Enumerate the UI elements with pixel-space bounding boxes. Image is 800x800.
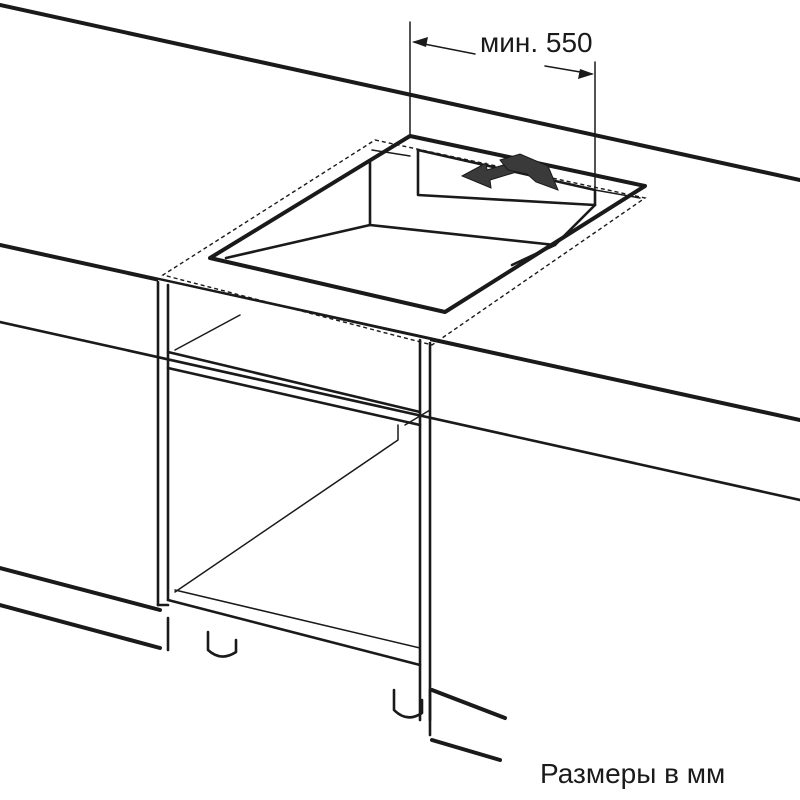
cutout-inner-floor bbox=[368, 223, 557, 247]
worktop-front-top-edge bbox=[0, 243, 800, 422]
worktop bbox=[0, 3, 800, 502]
cabinet-inner-back-edge bbox=[174, 424, 399, 593]
dimension-arrowhead-right bbox=[578, 69, 594, 79]
floor-line-lower bbox=[0, 603, 162, 650]
cabinet-plinth-side bbox=[166, 616, 432, 737]
insertion-arrow-icon bbox=[460, 153, 559, 191]
cutout-frame bbox=[208, 134, 647, 314]
floor-line-lower-continued bbox=[430, 738, 502, 762]
worktop-back-edge bbox=[0, 3, 800, 182]
cabinet-top-rail-back bbox=[174, 314, 431, 426]
cutout-inner-front bbox=[510, 203, 597, 267]
cutout-inner-rear-wall bbox=[416, 148, 597, 207]
worktop-front-bottom-edge bbox=[0, 320, 800, 502]
cabinet-leg-left bbox=[206, 630, 238, 658]
cutout-rail bbox=[371, 149, 641, 199]
cabinet-top-rail-lower bbox=[166, 366, 422, 427]
cabinet-bottom-shelf-front bbox=[166, 598, 422, 667]
worktop-cutout bbox=[208, 134, 647, 314]
hob-outline-dashed bbox=[161, 139, 647, 346]
floor-line-upper-continued bbox=[430, 688, 507, 720]
cabinet-bottom-shelf-back bbox=[174, 589, 421, 649]
arrow-right-body bbox=[499, 153, 559, 191]
cabinet-leg-right bbox=[392, 688, 424, 719]
dimension-label: мин. 550 bbox=[480, 27, 593, 58]
worktop-front-face-hide bbox=[158, 280, 430, 395]
dimension-min-550: мин. 550 bbox=[409, 21, 596, 191]
base-cabinet bbox=[156, 280, 432, 737]
floor-line-upper bbox=[0, 566, 162, 612]
units-caption: Размеры в мм bbox=[540, 758, 725, 789]
dimension-arrowhead-left bbox=[412, 37, 428, 47]
floor-lines bbox=[0, 566, 507, 762]
cabinet-top-rail-upper bbox=[166, 350, 422, 414]
